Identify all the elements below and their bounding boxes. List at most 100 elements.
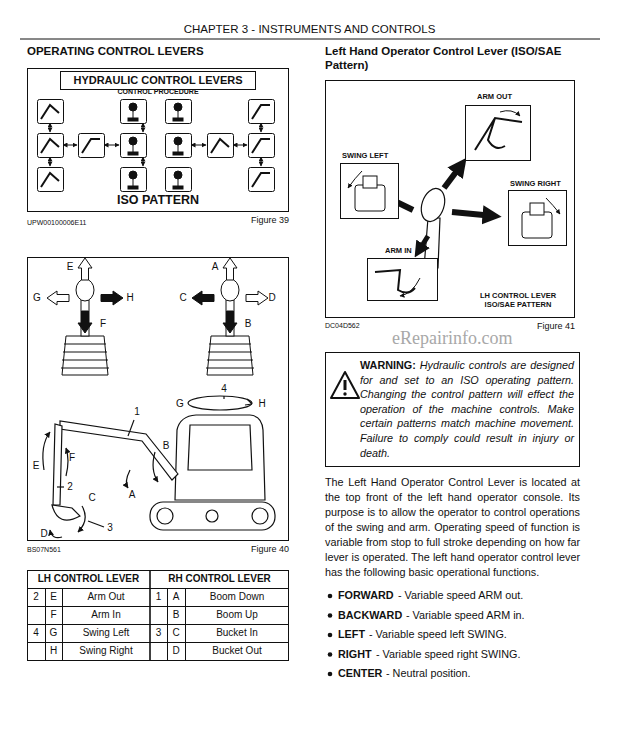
callout-letter: 1 [131,406,143,418]
direction-arrow [78,311,92,333]
pattern-arrow [191,145,206,146]
callout-letter: A [126,489,138,501]
table-cell: 1 [150,591,167,603]
bullet-dot [328,594,333,599]
pattern-icon [166,100,192,124]
title-box: HYDRAULIC CONTROL LEVERS [60,71,256,90]
figure-caption: Figure 40 [239,544,289,555]
direction-arrows [47,258,268,333]
pattern-name: ISO PATTERN [28,193,288,208]
right-joystick [206,279,254,375]
pattern-panel: CONTROL PROCEDUREISO PATTERNHYDRAULIC CO… [27,68,289,212]
table-cell: 4 [27,627,45,639]
joystick-glyph [178,111,179,118]
callout-letter: F [66,452,78,464]
callout-letter: D [266,292,278,304]
callout-letter: G [174,398,186,410]
joystick-glyph [173,186,183,189]
bullet-term: LEFT [338,628,365,641]
pattern-icon [249,168,275,192]
icon-label: SWING LEFT [342,151,388,160]
callout-letter: 2 [64,481,76,493]
motion-glyph [82,139,100,153]
table-cell: B [167,609,185,621]
pattern-arrow [63,145,77,146]
table-cell: Swing Right [62,645,150,657]
warning-paragraph: WARNING:Hydraulic controls are designed … [360,358,574,460]
callout-letter: C [177,292,189,304]
callout-letter: G [31,292,43,304]
bullet-term: FORWARD [338,589,394,602]
table-cell: RH CONTROL LEVER [150,573,289,585]
bullet-term: RIGHT [338,648,372,661]
motion-glyph [41,105,59,119]
table-cell: D [167,645,185,657]
pattern-arrow [104,145,119,146]
header-rule [20,39,600,40]
motion-glyph [252,139,270,153]
icon-label: LH CONTROL LEVER ISO/SAE PATTERN [466,291,570,309]
direction-arrow [47,291,69,305]
table-cell: A [167,591,185,603]
table-cell: G [45,627,62,639]
callout-letter: A [209,261,221,273]
joystick-glyph [129,137,137,145]
joystick-glyph [129,171,137,179]
bullet-dot [328,652,333,657]
bullet-text: - Variable speed left SWING. [369,628,507,641]
callout-letter: B [242,318,254,330]
callout-letter: C [86,492,98,504]
table-cell: Swing Left [62,627,150,639]
joystick-glyph [174,103,182,111]
pattern-arrow [261,157,262,166]
section-heading: OPERATING CONTROL LEVERS [27,45,204,59]
pattern-icon [166,168,192,192]
motion-glyph [211,139,229,153]
callout-letter: B [160,440,172,452]
table-cell: F [45,609,62,621]
bullet-text: - Variable speed ARM in. [406,609,525,622]
table-cell: H [45,645,62,657]
callout-letter: 3 [104,522,116,534]
pattern-icon [38,134,64,158]
bullet-text: - Variable speed right SWING. [376,648,520,661]
figure-code: DC04D562 [325,322,360,330]
pattern-arrow [143,123,144,132]
panel-title: HYDRAULIC CONTROL LEVERS [61,74,255,87]
pattern-icon [249,100,275,124]
pattern-icon [121,168,147,192]
joystick-glyph [133,111,134,118]
joystick-glyph [128,152,138,155]
table-cell: Bucket Out [185,645,289,657]
table-cell: Arm Out [62,591,150,603]
pattern-icon [38,168,64,192]
direction-arrow [192,291,214,305]
callout-letter: 4 [218,383,230,395]
warning-box: WARNING:Hydraulic controls are designed … [325,352,580,467]
direction-arrow [223,311,237,333]
table-cell: 2 [27,591,45,603]
figure-code: UPW00100006E11 [27,219,86,227]
icon-label: ARM OUT [477,92,512,101]
direction-arrow [101,291,123,305]
joystick-glyph [178,179,179,186]
table-cell: Arm In [62,609,150,621]
bullet-text: - Neutral position. [386,667,471,680]
icon-label: ARM IN [385,246,412,255]
pattern-arrow [233,145,247,146]
callout-letter: E [30,460,42,472]
table-cell: Boom Down [185,591,289,603]
motion-glyph [252,173,270,187]
pattern-icon [79,134,105,158]
table-cell: E [45,591,62,603]
body-paragraph: The Left Hand Operator Control Lever is … [325,475,580,580]
excavator-illustration [43,396,275,538]
bullet-dot [328,672,333,677]
table-cell: 3 [150,627,167,639]
joystick-glyph [173,152,183,155]
joystick-glyph [128,186,138,189]
bullet-term: BACKWARD [338,609,402,622]
bullet-text: - Variable speed ARM out. [398,589,523,602]
motion-glyph [41,173,59,187]
direction-arrow [246,291,268,305]
